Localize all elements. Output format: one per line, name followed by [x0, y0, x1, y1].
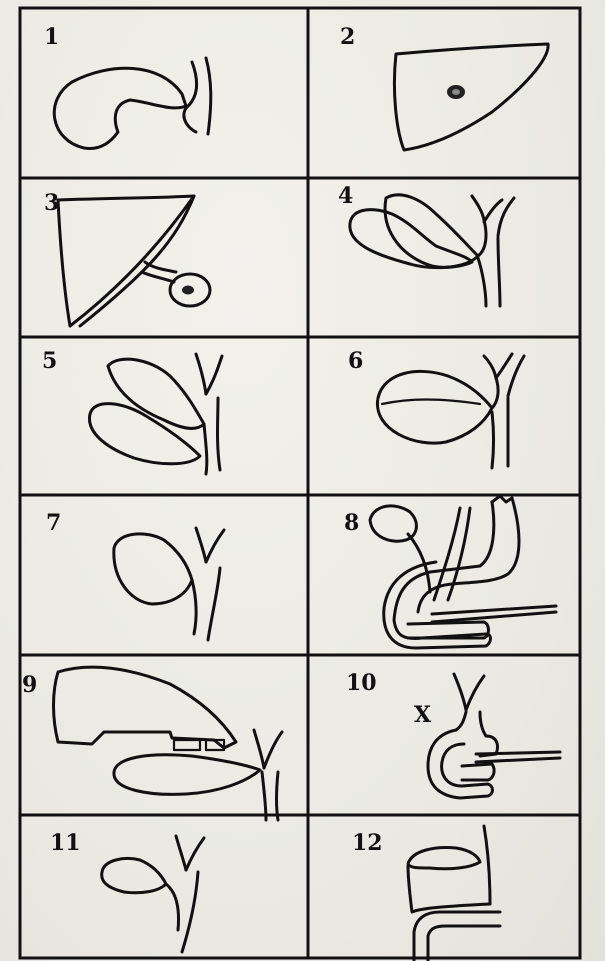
panel-3-drawing	[58, 196, 210, 326]
panel-label-8: 8	[344, 510, 359, 536]
panel-4-drawing	[350, 195, 514, 306]
panel-label-7: 7	[46, 510, 61, 536]
panel-label-4: 4	[338, 183, 353, 209]
panel-2-drawing	[394, 44, 548, 150]
panel-label-6: 6	[348, 348, 363, 374]
panel-10-drawing: X	[414, 674, 560, 798]
panel-8-drawing	[370, 496, 556, 648]
panel-1-drawing	[54, 58, 211, 148]
panel-11-drawing	[102, 836, 204, 952]
absence-marker: X	[414, 702, 432, 728]
panel-label-10: 10	[346, 670, 377, 696]
panel-label-2: 2	[340, 24, 355, 50]
panel-label-12: 12	[352, 830, 383, 856]
panel-label-9: 9	[22, 672, 37, 698]
panel-7-drawing	[114, 528, 224, 640]
panel-5-drawing	[89, 354, 222, 474]
table-grid	[20, 8, 580, 958]
panel-label-1: 1	[44, 24, 59, 50]
panel-label-5: 5	[42, 348, 57, 374]
panel-9-drawing	[54, 667, 283, 820]
panel-12-drawing	[408, 826, 500, 960]
panel-label-11: 11	[50, 830, 81, 856]
panel-6-drawing	[377, 354, 524, 468]
